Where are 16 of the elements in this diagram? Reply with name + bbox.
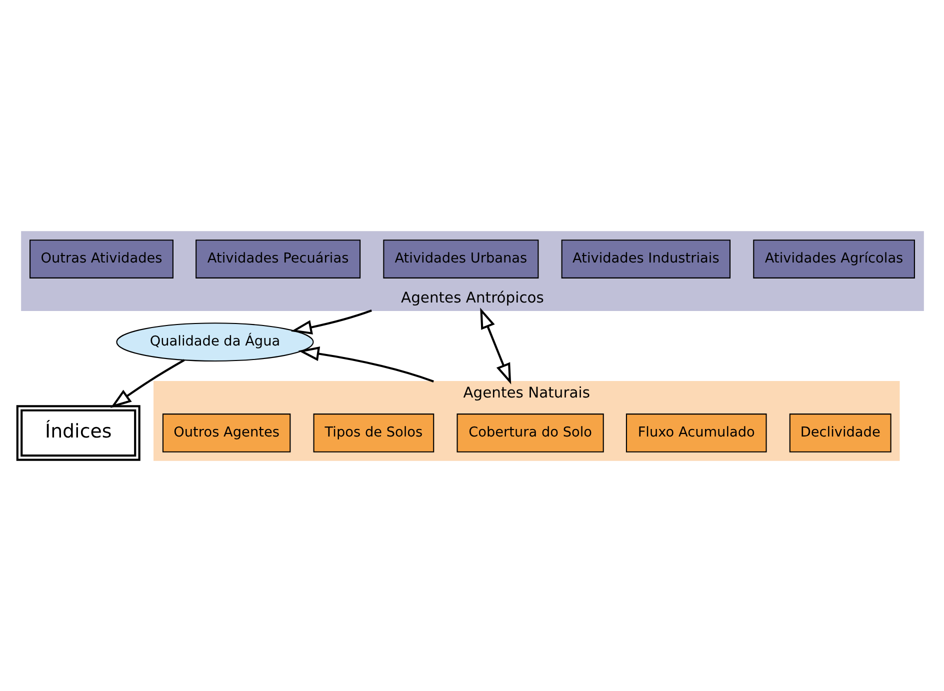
- node-box: Cobertura do Solo: [456, 413, 604, 452]
- node-box: Declividade: [788, 413, 891, 452]
- node-box: Fluxo Acumulado: [625, 413, 766, 452]
- arrow: [480, 307, 511, 384]
- arrow: [298, 346, 434, 382]
- node-box: Atividades Industriais: [560, 239, 730, 278]
- node-ellipse: Qualidade da Água: [116, 322, 314, 361]
- node-box: Atividades Agrícolas: [752, 239, 914, 278]
- arrow: [290, 309, 372, 334]
- node-box: Outros Agentes: [162, 413, 290, 452]
- node-box: Atividades Urbanas: [382, 239, 538, 278]
- node-box: Tipos de Solos: [312, 413, 434, 452]
- arrow: [110, 358, 184, 408]
- node-box: Índices: [16, 404, 140, 460]
- node-box: Outras Atividades: [29, 239, 173, 278]
- node-box: Atividades Pecuárias: [195, 239, 360, 278]
